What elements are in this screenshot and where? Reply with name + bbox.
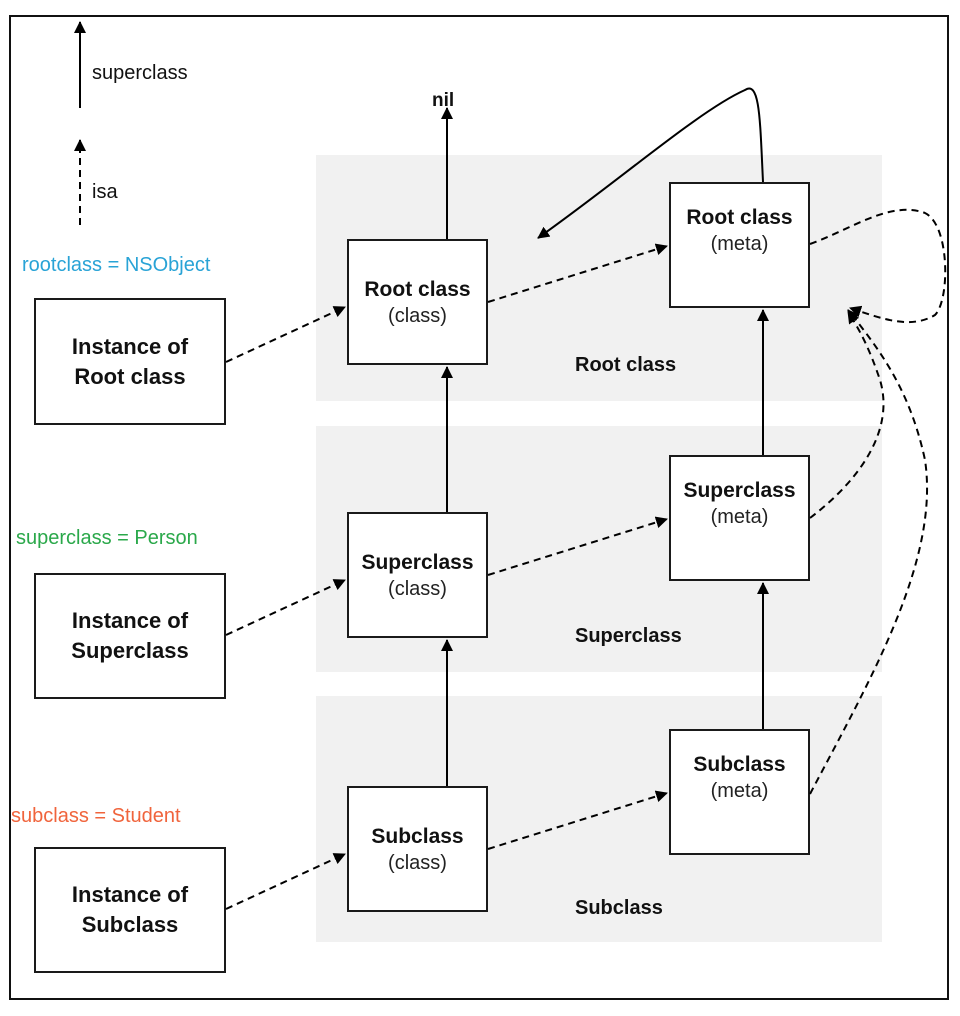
edge-sub-class-isa: [487, 790, 668, 850]
node-instance-of-root-class: Instance of Root class: [34, 298, 226, 425]
node-title: Root class: [686, 205, 793, 229]
band-label-super: Superclass: [575, 625, 682, 647]
node-title: Instance of: [71, 333, 189, 359]
edge-inst-super-isa: [225, 579, 346, 636]
node-subtitle: (meta): [710, 779, 769, 802]
note-subclass: subclass = Student: [11, 805, 181, 827]
node-subtitle: Superclass: [71, 638, 189, 663]
edge-root-class-isa: [487, 243, 668, 303]
node-subtitle: (class): [388, 851, 447, 874]
edge-sub-meta-isa: [809, 309, 929, 795]
node-title: Root class: [364, 277, 471, 301]
node-subtitle: (class): [388, 577, 447, 600]
node-subclass-class: Subclass (class): [347, 786, 488, 912]
note-rootclass: rootclass = NSObject: [22, 254, 211, 276]
node-title: Subclass: [693, 752, 786, 776]
edge-inst-sub-isa: [225, 853, 346, 910]
nil-label: nil: [432, 90, 455, 111]
node-subtitle: (class): [388, 304, 447, 327]
edge-root-meta-isa-self: [809, 208, 947, 323]
node-root-class: Root class (class): [347, 239, 488, 365]
node-superclass-class: Superclass (class): [347, 512, 488, 638]
edge-super-meta-isa: [809, 311, 885, 519]
band-label-root: Root class: [575, 354, 677, 376]
note-superclass: superclass = Person: [16, 527, 198, 549]
node-subtitle: Subclass: [81, 912, 179, 937]
edge-super-class-isa: [487, 516, 668, 576]
band-label-sub: Subclass: [575, 897, 663, 919]
node-title: Superclass: [683, 478, 796, 502]
node-title: Subclass: [371, 824, 464, 848]
node-subtitle: (meta): [710, 505, 769, 528]
node-instance-of-superclass: Instance of Superclass: [34, 573, 226, 699]
diagram-frame: [9, 15, 949, 1000]
node-root-meta: Root class (meta): [669, 182, 810, 308]
node-subtitle: Root class: [74, 363, 186, 389]
node-title: Instance of: [71, 608, 189, 633]
legend-isa-label: isa: [92, 181, 118, 203]
legend-superclass-label: superclass: [92, 62, 188, 84]
node-title: Superclass: [361, 550, 474, 574]
node-superclass-meta: Superclass (meta): [669, 455, 810, 581]
edge-root-meta-to-root-class: [537, 87, 764, 239]
node-subtitle: (meta): [710, 232, 769, 255]
edge-inst-root-isa: [225, 306, 346, 363]
node-instance-of-subclass: Instance of Subclass: [34, 847, 226, 973]
node-title: Instance of: [71, 882, 189, 907]
node-subclass-meta: Subclass (meta): [669, 729, 810, 855]
